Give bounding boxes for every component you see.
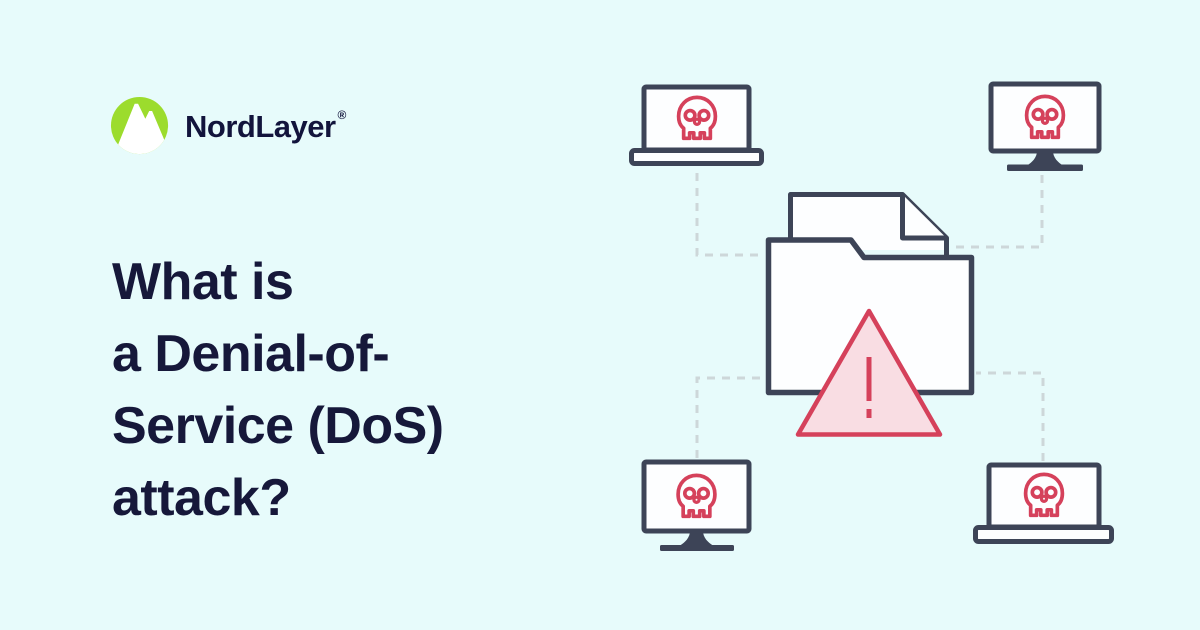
dashed-connector	[976, 371, 1045, 461]
title-line-2: a Denial-of-	[112, 325, 390, 383]
document-icon	[788, 192, 949, 256]
dashed-connector	[695, 173, 764, 257]
page-title: What is a Denial-of- Service (DoS) attac…	[112, 246, 444, 534]
title-line-1: What is	[112, 253, 294, 311]
warning-triangle-icon	[795, 308, 943, 437]
skull-icon	[676, 95, 718, 141]
skull-icon	[676, 473, 717, 519]
mountain-in-circle-icon	[110, 96, 169, 155]
skull-icon	[1024, 94, 1066, 140]
brand-name: NordLayer	[185, 108, 336, 144]
device-laptop-top-left	[629, 84, 764, 166]
dashed-connector	[695, 376, 764, 458]
device-monitor-bottom-left	[641, 459, 752, 551]
dashed-connector	[950, 175, 1044, 249]
device-monitor-top-right	[988, 81, 1102, 171]
title-line-3: Service (DoS)	[112, 397, 444, 455]
skull-icon	[1023, 472, 1065, 518]
brand-wordmark: NordLayer ®	[185, 107, 347, 144]
title-line-4: attack?	[112, 469, 291, 527]
device-laptop-bottom-right	[973, 462, 1114, 544]
nordlayer-logo: NordLayer ®	[110, 96, 347, 156]
registered-mark: ®	[337, 107, 347, 122]
